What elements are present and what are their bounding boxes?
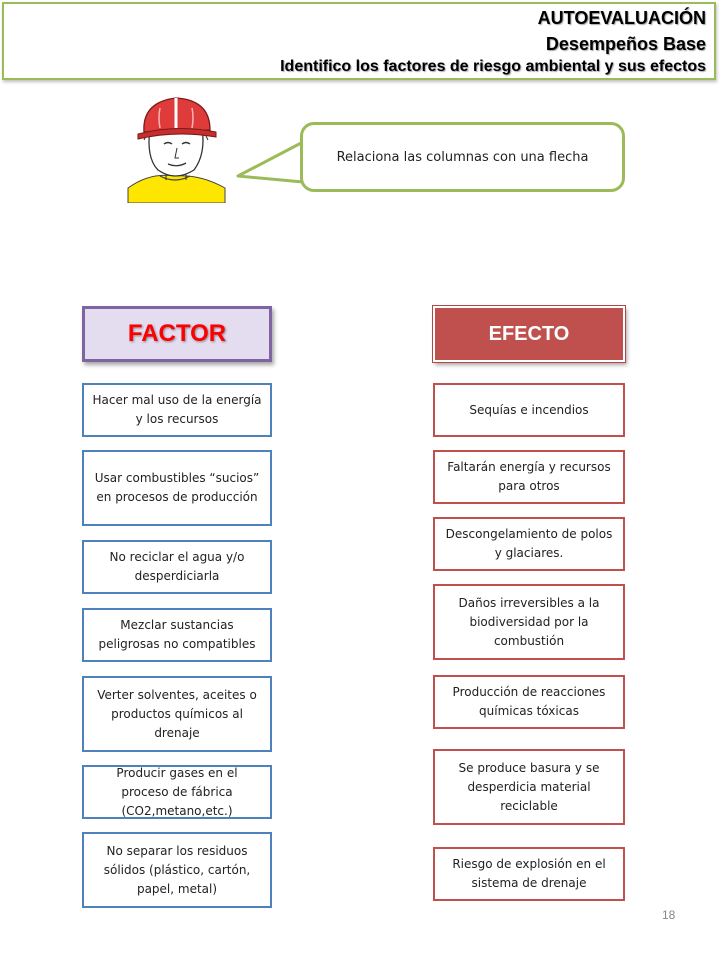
factor-item[interactable]: Verter solventes, aceites o productos qu… [82, 676, 272, 752]
efecto-item[interactable]: Descongelamiento de polos y glaciares. [433, 517, 625, 571]
efecto-item[interactable]: Faltarán energía y recursos para otros [433, 450, 625, 504]
efecto-item[interactable]: Sequías e incendios [433, 383, 625, 437]
header-title: AUTOEVALUACIÓN [537, 8, 706, 28]
efecto-item[interactable]: Daños irreversibles a la biodiversidad p… [433, 584, 625, 660]
header-subtitle: Desempeños Base [545, 34, 706, 54]
efecto-column-title: EFECTO [432, 305, 626, 363]
efecto-item[interactable]: Riesgo de explosión en el sistema de dre… [433, 847, 625, 901]
header-banner: AUTOEVALUACIÓN Desempeños Base Identific… [2, 2, 716, 80]
page-number: 18 [662, 908, 676, 922]
speech-bubble: Relaciona las columnas con una flecha [300, 122, 625, 192]
efecto-item[interactable]: Se produce basura y se desperdicia mater… [433, 749, 625, 825]
factor-column-title: FACTOR [82, 306, 272, 362]
factor-item[interactable]: Usar combustibles “sucios” en procesos d… [82, 450, 272, 526]
factor-item[interactable]: No separar los residuos sólidos (plástic… [82, 832, 272, 908]
speech-bubble-tail [236, 140, 304, 184]
header-description: Identifico los factores de riesgo ambien… [280, 58, 706, 75]
factor-item[interactable]: Producir gases en el proceso de fábrica … [82, 765, 272, 819]
factor-item[interactable]: Hacer mal uso de la energía y los recurs… [82, 383, 272, 437]
factor-item[interactable]: Mezclar sustancias peligrosas no compati… [82, 608, 272, 662]
factor-item[interactable]: No reciclar el agua y/o desperdiciarla [82, 540, 272, 594]
efecto-item[interactable]: Producción de reacciones químicas tóxica… [433, 675, 625, 729]
worker-with-hard-hat-icon [127, 97, 226, 203]
